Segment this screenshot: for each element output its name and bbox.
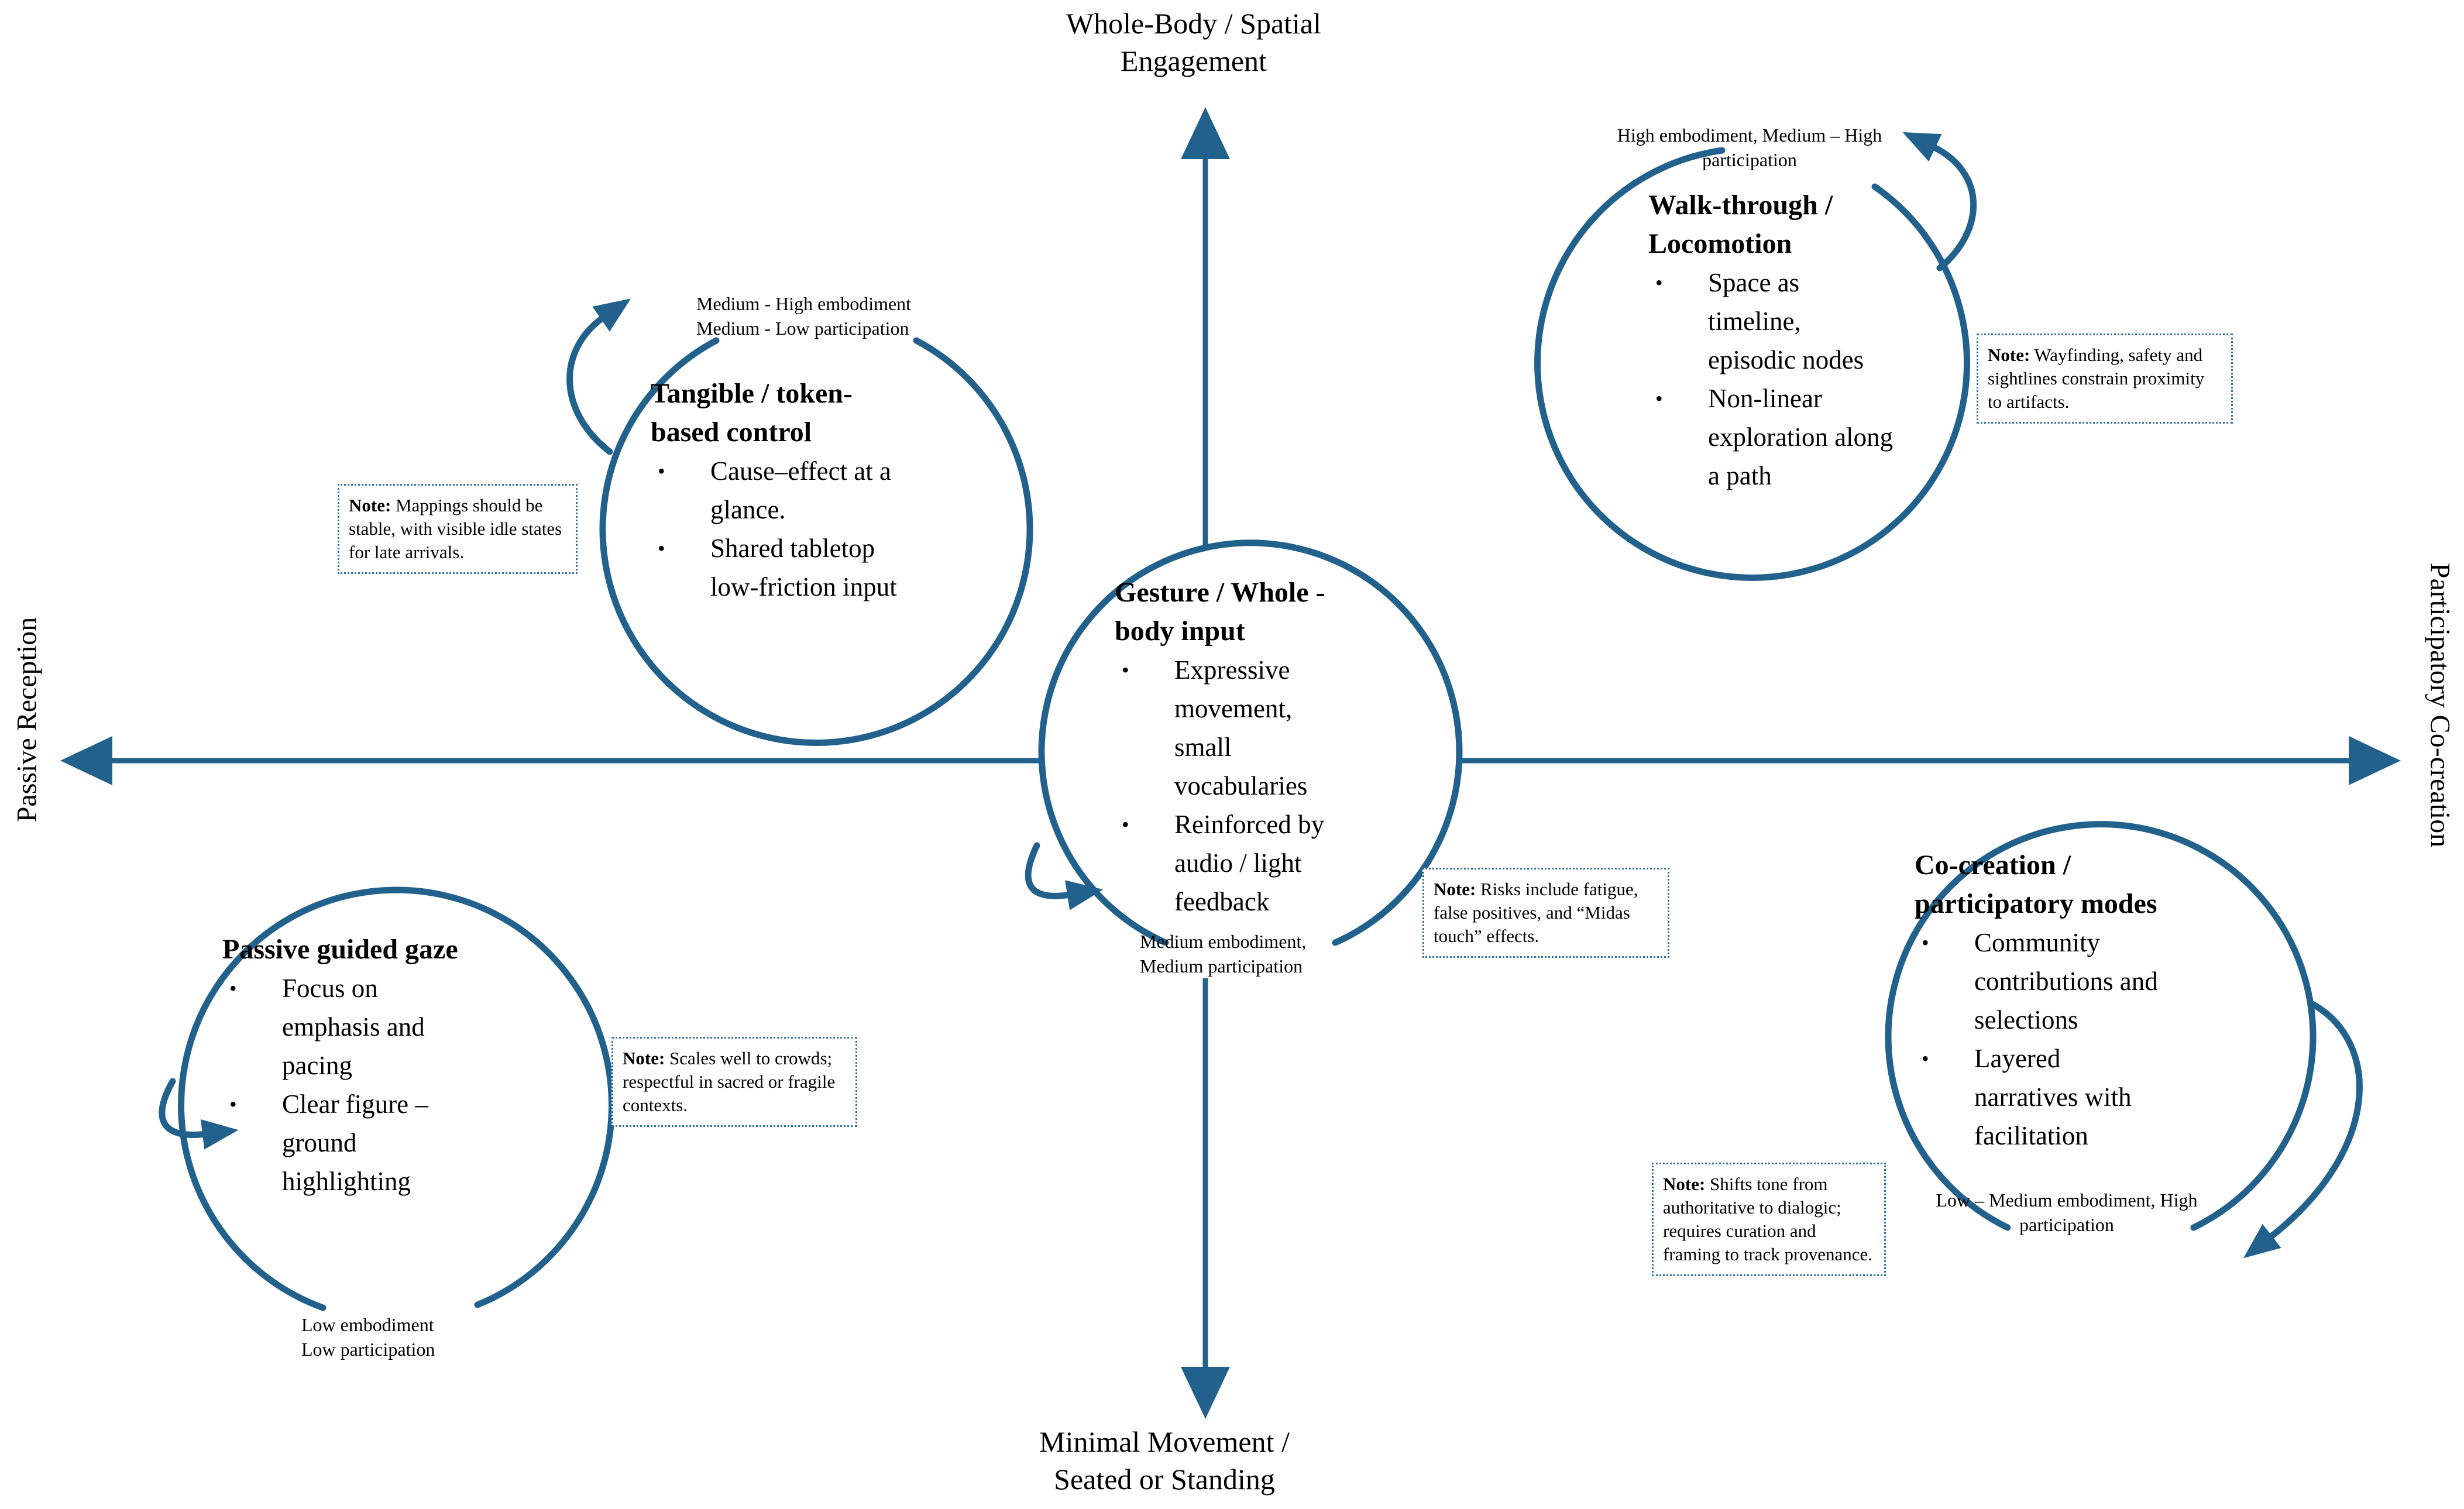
bullet-text: Focus on emphasis and pacing [282,974,425,1080]
bullet-dot-icon: • [1122,658,1129,682]
node-label-tangible: Medium - High embodiment Medium - Low pa… [696,291,911,341]
node-circle-tangible [599,337,1033,746]
node-text-passive-gaze: Passive guided gaze • Focus on emphasis a… [222,930,477,1201]
node-label-line: participation [1702,149,1797,170]
axis-arrowhead-bottom-icon [1181,1367,1230,1419]
node-circle-cocreation [1885,821,2317,1231]
curved-arrow-gesture [1025,842,1104,910]
axis-label-bottom-line2: Seated or Standing [1054,1463,1275,1496]
note-text: Risks include fatigue, false positives, … [1434,879,1638,946]
bullet-text: Shared tabletop low-friction input [710,534,897,601]
axis-label-top-line2: Engagement [1121,44,1267,77]
note-box-gesture: Note: Risks include fatigue, false posit… [1422,868,1669,958]
axis-arrowhead-top-icon [1181,107,1230,159]
note-prefix: Note: [623,1048,665,1068]
node-text-tangible: Tangible / token-based control • Cause–ef… [651,374,911,606]
bullet-text: Cause–effect at a glance. [710,456,892,524]
node-label-line: Low embodiment [301,1314,434,1335]
axis-label-left: Passive Reception [11,617,43,823]
curved-arrow-cocreation [2243,1000,2363,1259]
bullet-dot-icon: • [1922,931,1929,954]
axis-label-bottom-line1: Minimal Movement / [1039,1425,1290,1458]
note-box-cocreation: Note: Shifts tone from authoritative to … [1652,1163,1886,1276]
node-label-walkthrough: High embodiment, Medium – High participa… [1574,123,1925,172]
note-box-tangible: Note: Mappings should be stable, with vi… [338,484,578,574]
node-label-line: High embodiment, Medium – High [1617,125,1882,146]
node-circle-passive-gaze [178,886,615,1311]
node-label-line: Medium - High embodiment [696,293,912,314]
node-text-gesture: Gesture / Whole - body input • Expressive… [1115,573,1349,921]
node-label-line: Medium participation [1140,955,1303,977]
bullet-text: Layered narratives with facilitation [1974,1044,2132,1150]
bullet-text: Expressive movement, small vocabularies [1174,655,1308,800]
bullet-item: • Clear figure – ground highlighting [222,1085,477,1201]
node-circle-walkthrough [1534,147,1971,581]
curved-arrow-passive-gaze [159,1078,239,1150]
node-label-line: Medium embodiment, [1140,931,1307,952]
node-label-line: Low participation [301,1339,435,1360]
bullet-item: • Space as timeline, episodic nodes [1648,263,1894,379]
axis-arrowhead-right-icon [2349,736,2401,785]
node-circle-gesture [1038,539,1463,946]
note-box-walkthrough: Note: Wayfinding, safety and sightlines … [1977,334,2233,424]
node-label-passive-gaze: Low embodiment Low participation [301,1312,435,1362]
axis-label-top-line1: Whole-Body / Spatial [1066,7,1322,40]
axis-arrowhead-left-icon [60,736,112,785]
bullet-dot-icon: • [1922,1047,1929,1070]
bullet-item: • Layered narratives with facilitation [1915,1039,2160,1155]
note-box-passive-gaze: Note: Scales well to crowds; respectful … [611,1037,857,1127]
axis-label-right: Participatory Co-creation [2424,562,2456,848]
bullet-dot-icon: • [229,1092,237,1116]
bullet-dot-icon: • [229,977,237,1000]
bullet-item: • Expressive movement, small vocabularies [1115,651,1349,805]
node-label-line: Medium - Low participation [696,318,909,339]
bullet-dot-icon: • [1122,813,1129,836]
note-text: Mappings should be stable, with visible … [349,495,562,562]
note-prefix: Note: [1434,879,1476,899]
node-text-walkthrough: Walk-through / Locomotion • Space as time… [1648,186,1894,495]
curved-arrow-tangible [566,298,631,455]
bullet-dot-icon: • [658,459,665,483]
bullet-item: • Cause–effect at a glance. [651,452,911,529]
bullet-dot-icon: • [658,537,665,560]
node-title: Passive guided gaze [222,934,458,965]
bullet-item: • Community contributions and selections [1915,923,2160,1039]
bullet-text: Reinforced by audio / light feedback [1174,810,1325,916]
node-label-line: Low – Medium embodiment, High [1936,1190,2198,1211]
bullet-dot-icon: • [1655,387,1663,410]
axis-label-top: Whole-Body / Spatial Engagement [960,5,1428,80]
bullet-text: Space as timeline, episodic nodes [1708,268,1864,374]
node-title: Co-creation / participatory modes [1915,850,2157,919]
note-text: Scales well to crowds; respectful in sac… [623,1048,836,1115]
bullet-item: • Reinforced by audio / light feedback [1115,805,1349,921]
node-text-cocreation: Co-creation / participatory modes • Commu… [1915,846,2160,1155]
node-title: Walk-through / Locomotion [1648,190,1833,259]
node-title: Tangible / token-based control [651,378,853,448]
axis-label-bottom: Minimal Movement / Seated or Standing [930,1423,1398,1498]
bullet-item: • Focus on emphasis and pacing [222,969,477,1085]
note-prefix: Note: [349,495,391,515]
note-text: Shifts tone from authoritative to dialog… [1663,1174,1873,1264]
node-label-gesture: Medium embodiment, Medium participation [1140,929,1306,978]
bullet-item: • Shared tabletop low-friction input [651,529,911,606]
node-title: Gesture / Whole - body input [1115,577,1325,647]
bullet-text: Non-linear exploration along a path [1708,384,1893,490]
note-prefix: Note: [1663,1174,1706,1194]
note-prefix: Note: [1988,345,2030,365]
bullet-item: • Non-linear exploration along a path [1648,379,1894,495]
node-label-cocreation: Low – Medium embodiment, High participat… [1920,1188,2213,1237]
note-text: Wayfinding, safety and sightlines constr… [1988,345,2205,412]
node-label-line: participation [2019,1214,2114,1235]
bullet-dot-icon: • [1655,271,1663,294]
bullet-text: Clear figure – ground highlighting [282,1089,428,1196]
curved-arrow-walkthrough [1902,132,1977,271]
bullet-text: Community contributions and selections [1974,928,2158,1034]
